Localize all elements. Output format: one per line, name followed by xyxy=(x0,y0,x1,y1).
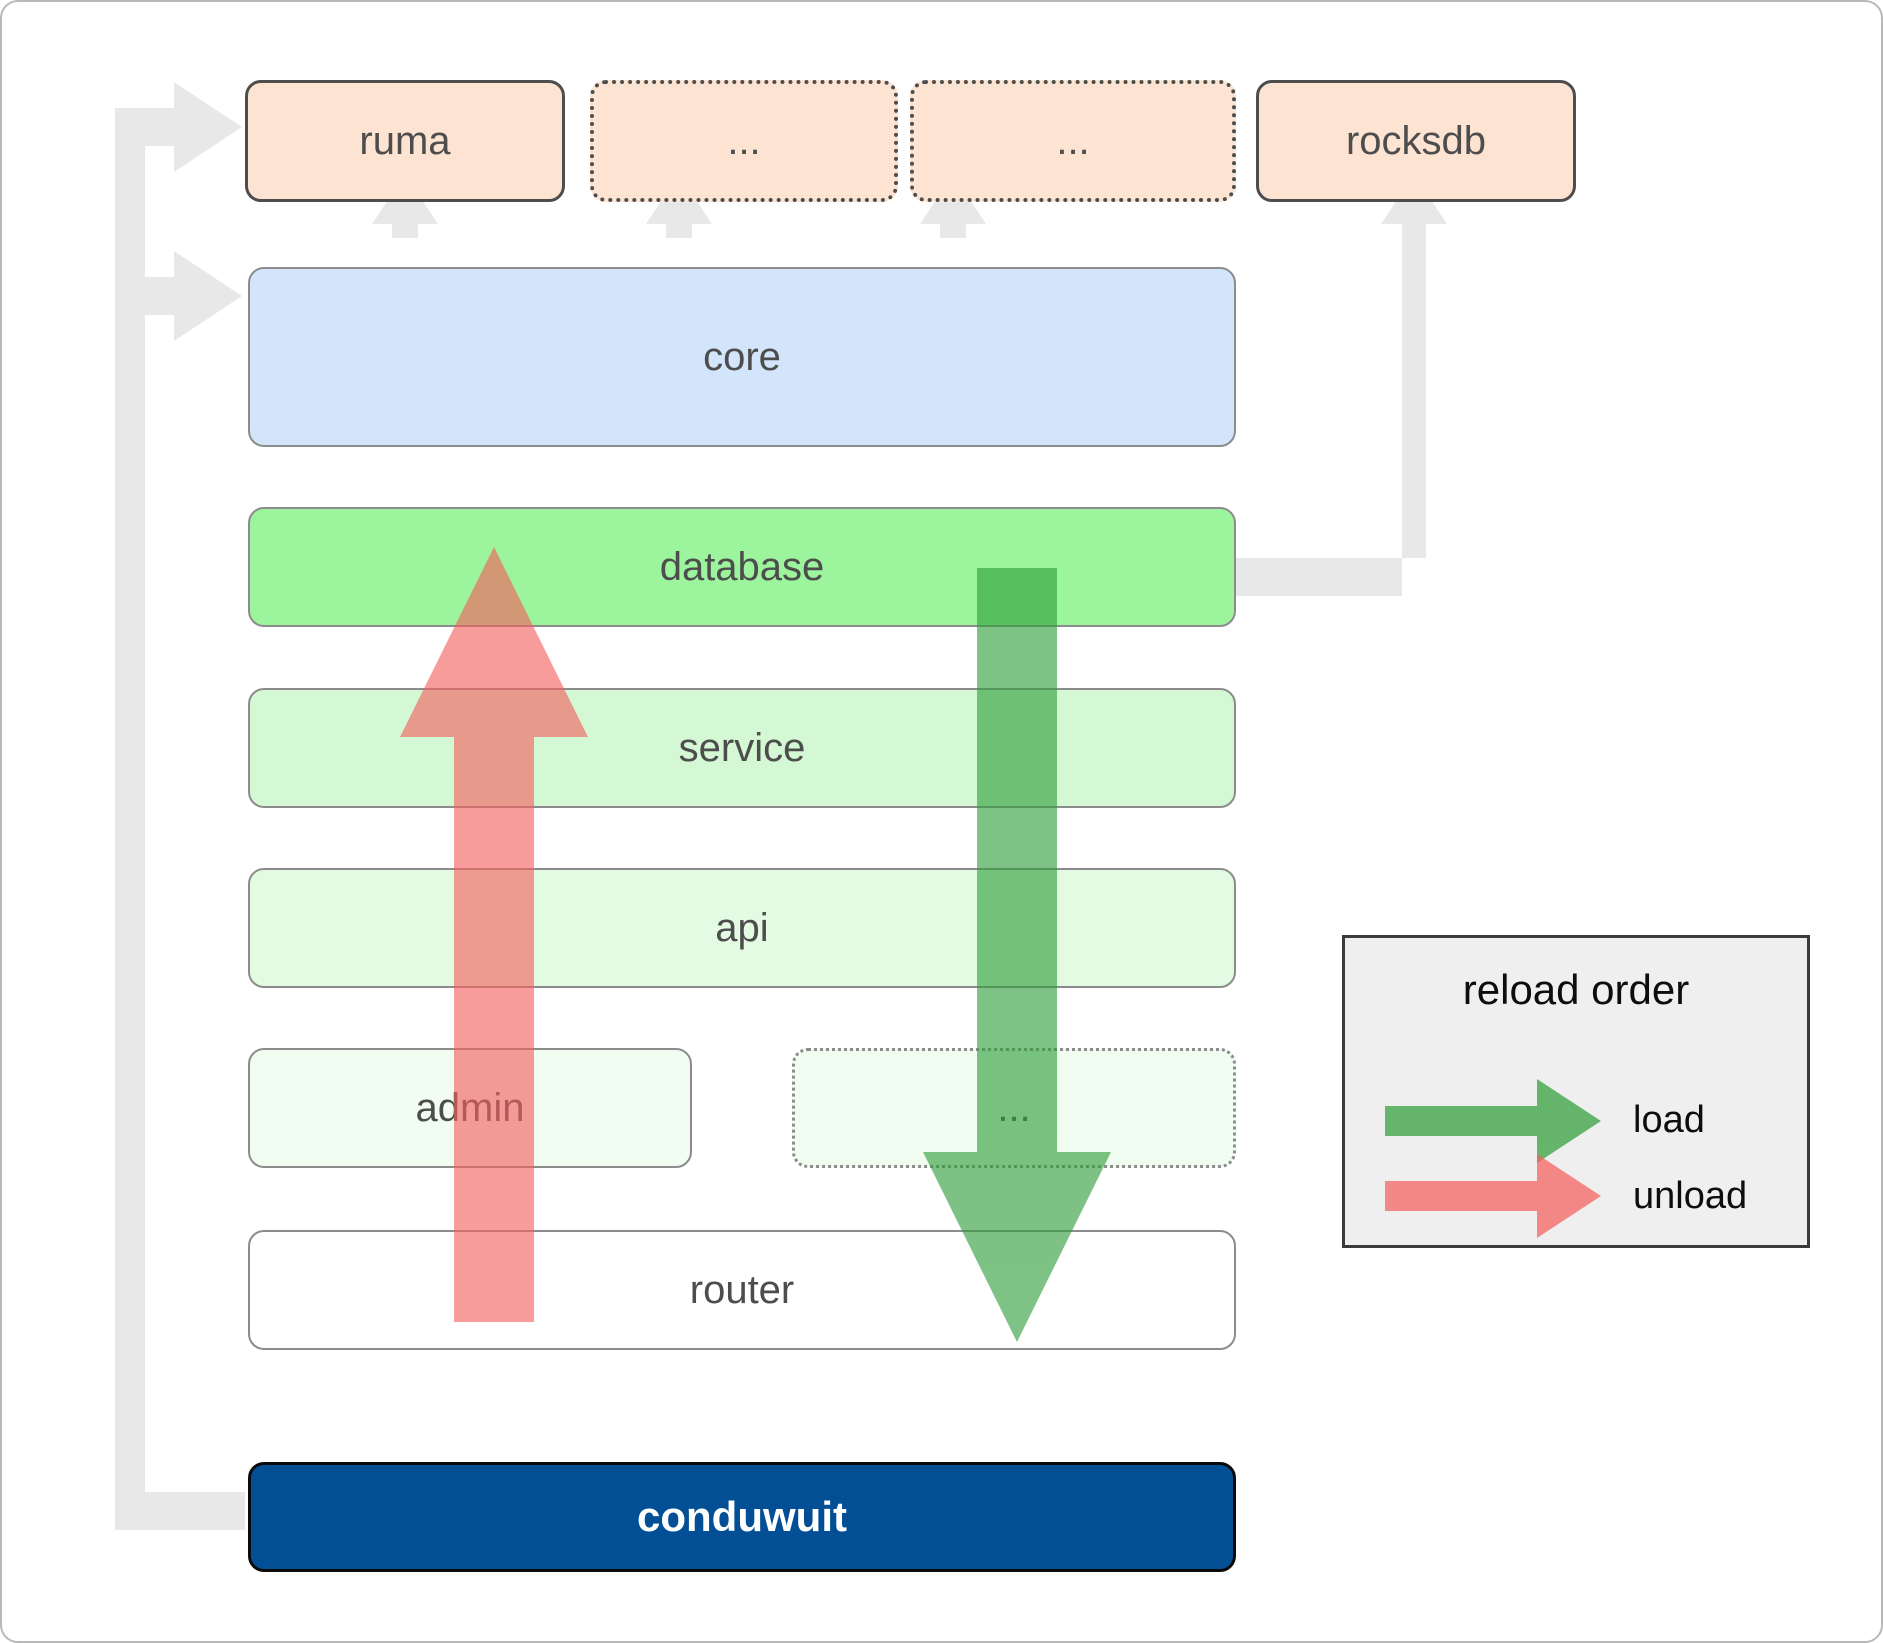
connector-spine-bottom xyxy=(115,1492,245,1530)
connector-core-to-dep3-stem xyxy=(940,212,966,238)
core-label: core xyxy=(703,334,781,379)
dependency-box-ruma[interactable]: ruma xyxy=(245,80,565,202)
layer-label-database: database xyxy=(659,544,825,589)
layer-box-api[interactable]: api xyxy=(248,868,1236,988)
legend-unload-notch xyxy=(1517,1181,1547,1211)
layer-label-admin: admin xyxy=(415,1085,525,1130)
connector-database-to-rocksdb xyxy=(1226,224,1426,596)
dependency-box-3[interactable]: ... xyxy=(910,80,1236,202)
dependency-label-rocksdb: rocksdb xyxy=(1345,118,1487,163)
connector-spine xyxy=(115,127,145,1517)
root-box-conduwuit[interactable]: conduwuit xyxy=(248,1462,1236,1572)
dependency-label-2: ... xyxy=(727,118,761,163)
layer-box-more[interactable]: ... xyxy=(792,1048,1236,1168)
core-box[interactable]: core xyxy=(248,267,1236,447)
layer-label-more: ... xyxy=(997,1085,1031,1130)
connector-core-to-ruma-stem xyxy=(392,212,418,238)
legend-load-notch xyxy=(1517,1106,1547,1136)
legend-panel: reload order load unload xyxy=(1342,935,1810,1248)
legend-arrow-layer xyxy=(1385,1079,1601,1238)
legend-label-unload: unload xyxy=(1633,1175,1748,1217)
dependency-label-3: ... xyxy=(1056,118,1090,163)
root-label: conduwuit xyxy=(637,1493,847,1540)
layer-box-service[interactable]: service xyxy=(248,688,1236,808)
layer-label-api: api xyxy=(715,905,769,950)
dependency-box-rocksdb[interactable]: rocksdb xyxy=(1256,80,1576,202)
layer-box-admin[interactable]: admin xyxy=(248,1048,692,1168)
legend-title: reload order xyxy=(1462,966,1690,1013)
legend-unload-head xyxy=(1537,1154,1601,1238)
dependency-label-ruma: ruma xyxy=(359,118,451,163)
legend-load-head xyxy=(1537,1079,1601,1163)
layer-box-router[interactable]: router xyxy=(248,1230,1236,1350)
dependency-box-2[interactable]: ... xyxy=(590,80,898,202)
layer-box-database[interactable]: database xyxy=(248,507,1236,627)
connector-core-to-dep2-stem xyxy=(666,212,692,238)
legend-unload-arrow xyxy=(1385,1154,1601,1238)
connector-to-core xyxy=(115,251,242,341)
layer-label-service: service xyxy=(678,725,806,770)
legend-label-load: load xyxy=(1633,1099,1705,1141)
connector-to-ruma xyxy=(115,82,242,172)
layer-label-router: router xyxy=(689,1267,795,1312)
legend-load-arrow xyxy=(1385,1079,1601,1163)
